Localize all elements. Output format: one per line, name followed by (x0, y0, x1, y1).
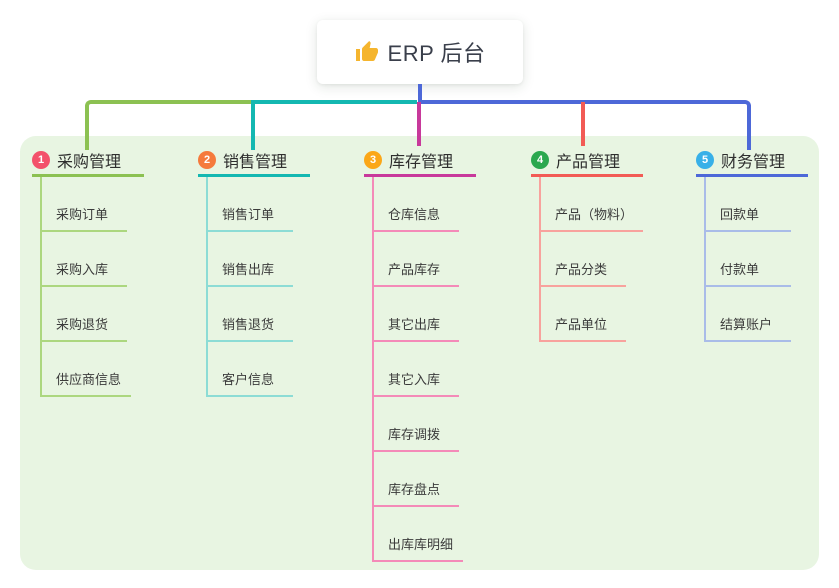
connector-root-stem (418, 84, 422, 102)
child-node[interactable]: 付款单 (706, 232, 791, 287)
child-node[interactable]: 其它入库 (374, 342, 459, 397)
child-node[interactable]: 出库库明细 (374, 507, 464, 562)
child-node[interactable]: 采购入库 (42, 232, 127, 287)
child-node[interactable]: 销售订单 (208, 177, 293, 232)
branch-number-badge: 4 (531, 151, 549, 169)
child-node[interactable]: 产品库存 (374, 232, 459, 287)
branch-title: 库存管理 (389, 154, 454, 171)
branch-采购管理: 1 采购管理采购订单采购入库采购退货供应商信息 (32, 146, 144, 397)
child-node[interactable]: 产品单位 (541, 287, 626, 342)
connector-branch1-elbow (85, 100, 251, 150)
branch-number-badge: 5 (696, 151, 714, 169)
branch-title: 产品管理 (556, 154, 621, 171)
branch-title: 采购管理 (57, 154, 122, 171)
child-node[interactable]: 销售出库 (208, 232, 293, 287)
branch-children: 仓库信息产品库存其它出库其它入库库存调拨库存盘点出库库明细 (372, 177, 476, 562)
child-node[interactable]: 客户信息 (208, 342, 293, 397)
child-node[interactable]: 其它出库 (374, 287, 459, 342)
branch-node[interactable]: 3 库存管理 (364, 146, 476, 177)
branch-children: 产品（物料）产品分类产品单位 (539, 177, 644, 342)
branch-title: 财务管理 (721, 154, 786, 171)
connector-branch3-drop (417, 102, 421, 146)
branch-number-badge: 3 (364, 151, 382, 169)
branch-node[interactable]: 1 采购管理 (32, 146, 144, 177)
branch-children: 销售订单销售出库销售退货客户信息 (206, 177, 310, 397)
root-node[interactable]: ERP 后台 (317, 20, 523, 84)
branch-number-badge: 1 (32, 151, 50, 169)
child-node[interactable]: 结算账户 (706, 287, 791, 342)
child-node[interactable]: 产品分类 (541, 232, 626, 287)
root-label: ERP 后台 (387, 41, 486, 66)
branch-node[interactable]: 4 产品管理 (531, 146, 643, 177)
child-node[interactable]: 销售退货 (208, 287, 293, 342)
branch-财务管理: 5 财务管理回款单付款单结算账户 (696, 146, 808, 342)
branch-number-badge: 2 (198, 151, 216, 169)
thumbs-up-icon (355, 40, 379, 64)
child-node[interactable]: 仓库信息 (374, 177, 459, 232)
branch-node[interactable]: 2 销售管理 (198, 146, 310, 177)
branch-node[interactable]: 5 财务管理 (696, 146, 808, 177)
branch-库存管理: 3 库存管理仓库信息产品库存其它出库其它入库库存调拨库存盘点出库库明细 (364, 146, 476, 562)
branch-产品管理: 4 产品管理产品（物料）产品分类产品单位 (531, 146, 644, 342)
child-node[interactable]: 采购退货 (42, 287, 127, 342)
child-node[interactable]: 供应商信息 (42, 342, 132, 397)
branch-children: 采购订单采购入库采购退货供应商信息 (40, 177, 144, 397)
connector-branch4-drop (581, 102, 585, 146)
connector-branch2-elbow (251, 100, 417, 150)
child-node[interactable]: 库存盘点 (374, 452, 459, 507)
branch-title: 销售管理 (223, 154, 288, 171)
child-node[interactable]: 采购订单 (42, 177, 127, 232)
branches-panel (20, 136, 819, 570)
branch-销售管理: 2 销售管理销售订单销售出库销售退货客户信息 (198, 146, 310, 397)
child-node[interactable]: 回款单 (706, 177, 791, 232)
branch-children: 回款单付款单结算账户 (704, 177, 808, 342)
child-node[interactable]: 产品（物料） (541, 177, 644, 232)
child-node[interactable]: 库存调拨 (374, 397, 459, 452)
